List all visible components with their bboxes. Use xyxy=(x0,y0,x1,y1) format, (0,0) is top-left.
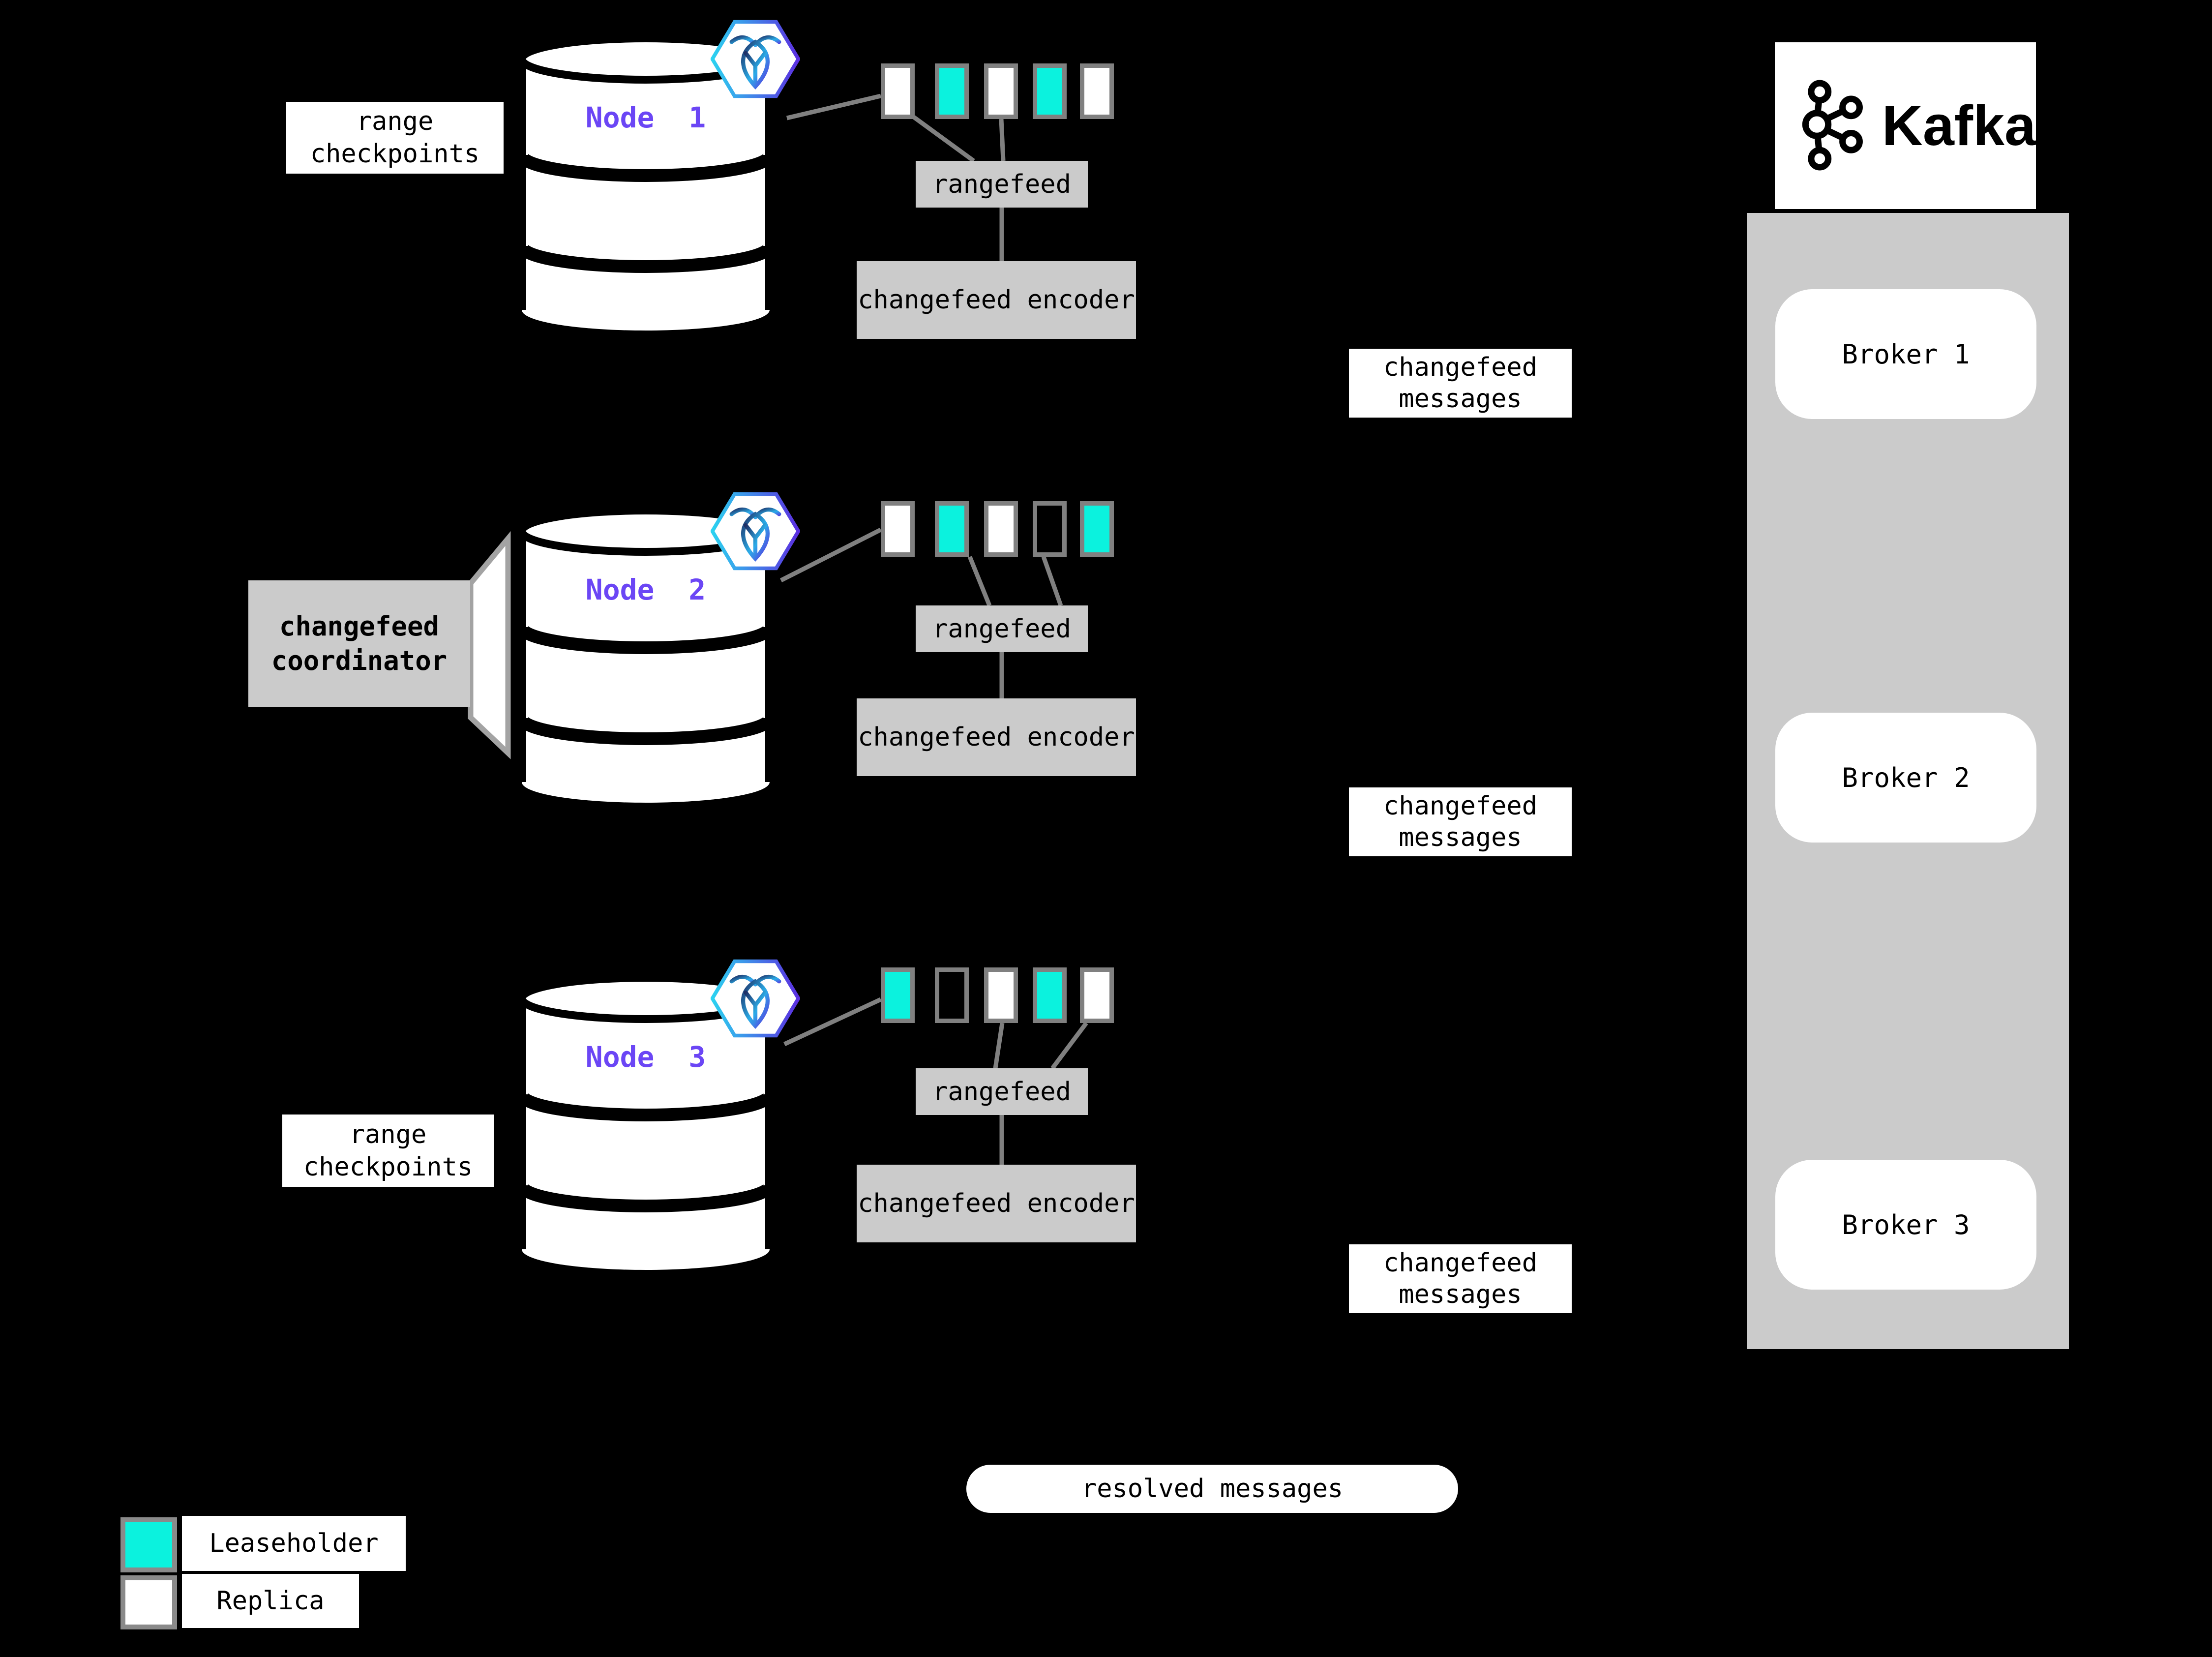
rangefeed-box-1: rangefeed xyxy=(916,161,1088,208)
range-cell-leaseholder xyxy=(935,501,969,557)
cockroachdb-badge-3 xyxy=(711,959,800,1038)
line-range2b-to-rangefeed2 xyxy=(1041,556,1063,606)
arrowhead-into-broker1 xyxy=(2058,332,2087,353)
kafka-broker-2: Broker 2 xyxy=(1775,713,2036,843)
range-cell-leaseholder xyxy=(1033,967,1067,1023)
kafka-broker-3: Broker 3 xyxy=(1775,1160,2036,1290)
node3-database-cylinder xyxy=(515,976,776,1270)
range-cell-leaseholder xyxy=(881,967,915,1023)
line-range1b-to-rangefeed1 xyxy=(999,119,1006,161)
node2-database-cylinder xyxy=(515,509,776,803)
range-cell-replica xyxy=(881,63,915,119)
kafka-logo-box: Kafka xyxy=(1775,42,2036,209)
kafka-logo-icon xyxy=(1802,80,1863,170)
range-cell-leaseholder xyxy=(1080,501,1114,557)
legend-replica-swatch xyxy=(120,1575,177,1629)
range-cell-replica xyxy=(1080,63,1114,119)
node3-name: Node 3 xyxy=(585,1040,706,1074)
range-checkpoints-label-1: range checkpoints xyxy=(286,102,504,174)
line-range2a-to-rangefeed2 xyxy=(967,556,992,606)
changefeed-messages-label-2: changefeed messages xyxy=(1349,787,1572,856)
range-cell-replica xyxy=(984,967,1018,1023)
node1-name: Node 1 xyxy=(585,101,706,134)
changefeed-encoder-box-2: changefeed encoder xyxy=(857,698,1136,776)
range-cell-replica xyxy=(1080,967,1114,1023)
resolved-messages-pill: resolved messages xyxy=(966,1465,1458,1513)
legend-replica-label: Replica xyxy=(182,1574,359,1628)
changefeed-encoder-box-3: changefeed encoder xyxy=(857,1165,1136,1242)
line-cyl1-to-ranges xyxy=(786,93,882,121)
range-cell-empty xyxy=(935,967,969,1023)
node2-name: Node 2 xyxy=(585,573,706,606)
line-cyl3-to-ranges xyxy=(783,997,882,1047)
changefeed-coordinator-label: changefeed coordinator xyxy=(248,580,470,707)
line-range1a-to-rangefeed1 xyxy=(912,115,975,163)
legend-leaseholder-label: Leaseholder xyxy=(182,1516,406,1571)
range-checkpoints-label-3: range checkpoints xyxy=(282,1115,494,1187)
changefeed-encoder-box-1: changefeed encoder xyxy=(857,261,1136,339)
range-cell-replica xyxy=(984,63,1018,119)
rangefeed-box-3: rangefeed xyxy=(916,1068,1088,1115)
line-cyl2-to-ranges xyxy=(779,527,882,583)
coordinator-pointer-flag xyxy=(468,531,511,759)
rangefeed-box-2: rangefeed xyxy=(916,605,1088,652)
range-cell-replica xyxy=(881,501,915,557)
range-cell-replica xyxy=(984,501,1018,557)
arrowhead-into-broker3 xyxy=(2065,1213,2094,1234)
kafka-broker-1: Broker 1 xyxy=(1775,289,2036,419)
changefeed-messages-label-1: changefeed messages xyxy=(1349,349,1572,418)
range-cell-empty xyxy=(1033,501,1067,557)
changefeed-messages-label-3: changefeed messages xyxy=(1349,1244,1572,1313)
line-range3a-to-rangefeed3 xyxy=(993,1023,1005,1069)
line-range3b-to-rangefeed3 xyxy=(1050,1022,1088,1070)
cockroachdb-badge-2 xyxy=(711,492,800,571)
range-cell-leaseholder xyxy=(1033,63,1067,119)
cockroachdb-badge-1 xyxy=(711,20,800,98)
range-cell-leaseholder xyxy=(935,63,969,119)
node1-database-cylinder xyxy=(515,37,776,331)
kafka-logo-text: Kafka xyxy=(1882,94,2036,157)
legend-leaseholder-swatch xyxy=(120,1517,177,1572)
